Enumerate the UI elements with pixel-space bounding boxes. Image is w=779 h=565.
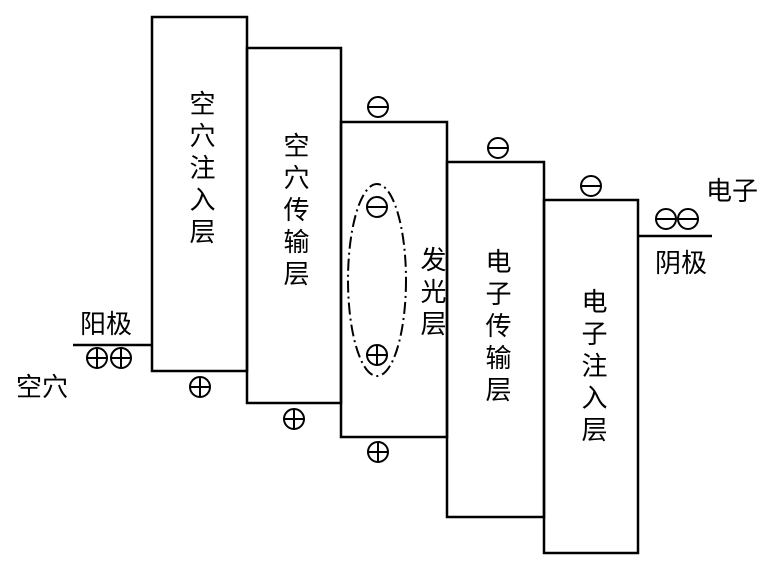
hole-icon — [86, 347, 108, 369]
hole-icon — [367, 441, 389, 463]
anode-label: 阳极 — [80, 310, 132, 340]
layer-label-hole-transport: 空穴传输层 — [279, 132, 309, 292]
electron-icon — [367, 96, 389, 118]
layer-label-hole-injection: 空穴注入层 — [185, 90, 215, 250]
hole-icon — [189, 376, 211, 398]
electron-icon — [487, 137, 509, 159]
electron-icon — [655, 208, 677, 230]
hole-icon — [366, 344, 388, 366]
layer-label-emissive: 发光层 — [416, 246, 446, 342]
layer-box-electron-injection — [542, 198, 640, 555]
hole-icon — [110, 347, 132, 369]
hole-icon — [283, 408, 305, 430]
layer-label-electron-transport: 电子传输层 — [481, 248, 511, 408]
electron-icon — [366, 196, 388, 218]
electron-source-label: 电子 — [706, 177, 758, 207]
layer-label-electron-injection: 电子注入层 — [577, 288, 607, 448]
hole-source-label: 空穴 — [16, 373, 68, 403]
electron-icon — [580, 175, 602, 197]
recombination-ellipse — [347, 183, 407, 377]
electron-icon — [677, 208, 699, 230]
cathode-label: 阴极 — [655, 249, 707, 279]
